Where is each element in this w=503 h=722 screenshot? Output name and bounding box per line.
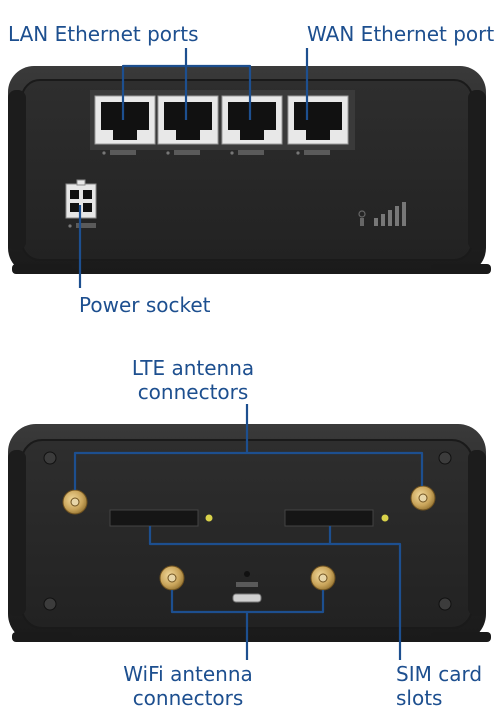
sim-slots-label-line1: SIM card [396,662,483,686]
power-dot [68,224,72,228]
signal-strength-icon [358,202,406,226]
lan3-silk [238,150,264,155]
lan-callout-line [121,48,252,120]
usb-port [232,593,262,603]
lan2-silk [174,150,200,155]
back-left-foot [12,632,72,642]
sim-slots-label-line2: slots [396,686,443,710]
screw-bottom-right [438,597,452,611]
front-left-foot [12,264,72,274]
wifi-callout-line [170,590,325,660]
back-right-foot [431,632,491,642]
power-silk [76,223,96,228]
lan-ports-label: LAN Ethernet ports [8,22,199,46]
router-front-view [8,66,491,274]
lan1-port [94,95,156,145]
lan1-dot [102,151,106,155]
lte-antenna-label-line2: connectors [137,380,249,404]
sim-slot-1 [109,509,199,527]
wifi-connector-left [159,565,185,591]
lan2-dot [166,151,170,155]
callout-lines [73,48,424,660]
power-socket-label: Power socket [79,293,211,317]
lte-connector-left [62,489,88,515]
router-back-view [8,424,491,642]
screw-bottom-left [43,597,57,611]
wifi-antenna-label-line2: connectors [132,686,244,710]
back-left-bumper [8,450,26,616]
front-right-foot [431,264,491,274]
lte-antenna-label-line1: LTE antenna [131,356,255,380]
screw-top-right [438,451,452,465]
lan3-dot [230,151,234,155]
lte-connector-right [410,485,436,511]
lan2-port [157,95,219,145]
wifi-antenna-label-line1: WiFi antenna [123,662,253,686]
wifi-antenna-label: WiFi antenna connectors [108,662,268,710]
sim-slot-2 [284,509,374,527]
lte-antenna-label: LTE antenna connectors [118,356,268,404]
lan3-port [221,95,283,145]
sim-led-2 [381,514,389,522]
wan-silk [304,150,330,155]
wifi-connector-right [310,565,336,591]
wan-dot [296,151,300,155]
sim-callout-line [148,526,402,660]
sim-led-1 [205,514,213,522]
sim-slots-label: SIM card slots [396,662,496,710]
wan-port [287,95,349,145]
front-right-bumper [468,90,486,250]
back-right-bumper [468,450,486,616]
lan1-silk [110,150,136,155]
reset-silk [236,582,258,587]
front-left-bumper [8,90,26,250]
screw-top-left [43,451,57,465]
wan-port-label: WAN Ethernet port [307,22,495,46]
reset-button-hole [244,571,250,577]
lte-callout-line [73,404,424,490]
